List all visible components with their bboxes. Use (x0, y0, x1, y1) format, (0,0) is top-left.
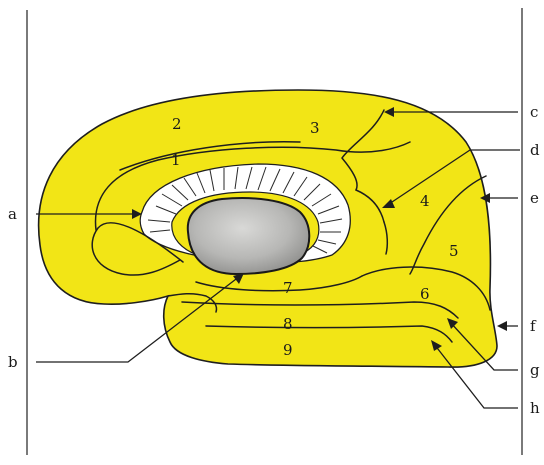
region-label-2: 2 (172, 115, 182, 133)
pointer-label-c: c (530, 103, 538, 121)
region-label-1: 1 (171, 151, 181, 169)
pointer-label-b: b (8, 353, 18, 371)
region-label-6: 6 (420, 285, 430, 303)
region-label-3: 3 (310, 119, 320, 137)
arrowhead-f (497, 321, 507, 331)
region-label-7: 7 (283, 279, 293, 297)
region-label-4: 4 (420, 192, 430, 210)
pointer-label-a: a (8, 205, 17, 223)
pointer-label-f: f (530, 317, 537, 335)
pointer-label-e: e (530, 189, 539, 207)
pointer-label-d: d (530, 141, 540, 159)
central-mass (188, 198, 309, 274)
region-label-8: 8 (283, 315, 293, 333)
pointer-label-g: g (530, 361, 540, 379)
region-label-5: 5 (449, 242, 459, 260)
region-label-9: 9 (283, 341, 293, 359)
pointer-label-h: h (530, 399, 540, 417)
